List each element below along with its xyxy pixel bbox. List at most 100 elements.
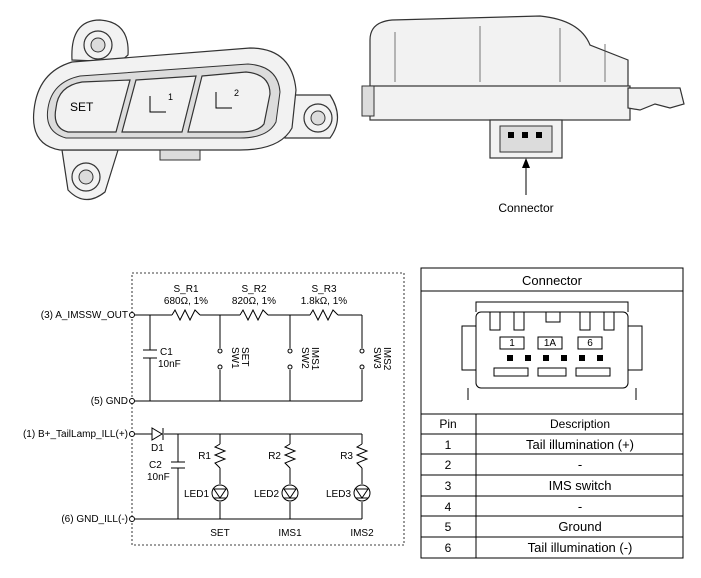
terminal-label-a-imssw-out: (3) A_IMSSW_OUT (41, 310, 128, 321)
connector-callout-label: Connector (498, 201, 553, 215)
ims1-button-label: 1 (168, 92, 173, 102)
terminal-node (129, 516, 135, 522)
circuit-schematic: (3) A_IMSSW_OUT (5) GND (1) B+_TailLamp_… (23, 272, 405, 546)
table-cell-pin: 2 (445, 458, 452, 472)
rear-rail (369, 85, 631, 121)
sw2-contact (287, 364, 293, 370)
s-r2-resistor (239, 308, 269, 322)
switch-connector-stub (159, 149, 201, 161)
connector-pin (507, 355, 513, 361)
connector-pin-table: Connector 1 1A 6 (420, 267, 684, 559)
table-cell-description: - (578, 457, 582, 472)
sw2-contact (287, 348, 293, 354)
connector-pin (525, 355, 531, 361)
r3-name: R3 (340, 451, 353, 462)
sw1-function: SET (239, 347, 250, 366)
connector-key-slots (489, 312, 615, 331)
connector-face-drawing: 1 1A 6 (461, 301, 643, 400)
rear-right-latch (627, 87, 685, 111)
r3-resistor (355, 443, 369, 469)
description-column-header: Description (550, 417, 610, 431)
seat-icon-1 (149, 96, 166, 113)
schematic-border (131, 272, 405, 546)
table-cell-description: Tail illumination (+) (526, 437, 634, 452)
rear-connector-pin (522, 132, 528, 138)
seat-icon-2 (215, 92, 232, 109)
terminal-node (129, 431, 135, 437)
rear-connector-face (499, 125, 553, 153)
switch-unit-illustration: SET 1 2 (32, 19, 339, 201)
led3-symbol (355, 488, 369, 499)
c1-name: C1 (160, 347, 173, 358)
r1-name: R1 (198, 451, 211, 462)
sw3-contact (359, 348, 365, 354)
connector-pin-label-1a: 1A (544, 338, 557, 349)
connector-bottom-slot (493, 367, 529, 377)
c2-capacitor (171, 461, 185, 469)
terminal-node (129, 398, 135, 404)
connector-top-rail (475, 301, 629, 312)
connector-pin-label-6: 6 (587, 338, 593, 349)
pin-label-box (537, 336, 563, 350)
ims2-button-shape (187, 71, 271, 133)
d1-diode (151, 427, 163, 441)
pin-label-box (577, 336, 603, 350)
c2-name: C2 (149, 460, 162, 471)
led-branch-3 (353, 434, 371, 519)
pin-label-box (499, 336, 525, 350)
sw1-contact (217, 364, 223, 370)
table-cell-description: Tail illumination (-) (528, 540, 633, 555)
sw3-name: SW3 (371, 347, 382, 369)
led2-name: LED2 (254, 489, 279, 500)
s-r2-name: S_R2 (241, 284, 266, 295)
connector-pin (543, 355, 549, 361)
led2-symbol (283, 488, 297, 499)
table-cell-pin: 5 (445, 520, 452, 534)
switch-rear-view: Connector (361, 15, 685, 215)
r2-resistor (283, 443, 297, 469)
terminal-label-gnd: (5) GND (91, 396, 128, 407)
led3-function: IMS2 (350, 528, 374, 539)
led2-function: IMS1 (278, 528, 302, 539)
led1-name: LED1 (184, 489, 209, 500)
d1-name: D1 (151, 443, 164, 454)
ims1-button-shape (121, 75, 197, 133)
sw3-contact (359, 364, 365, 370)
pin-column-header: Pin (439, 417, 456, 431)
table-cell-pin: 4 (445, 500, 452, 514)
connector-pin (597, 355, 603, 361)
s-r3-resistor (309, 308, 339, 322)
rear-connector-pin (536, 132, 542, 138)
s-r2-value: 820Ω, 1% (232, 296, 276, 307)
s-r3-value: 1.8kΩ, 1% (301, 296, 347, 307)
connector-left-ear (461, 325, 477, 371)
sw1-contact (217, 348, 223, 354)
c1-value: 10nF (158, 359, 181, 370)
connector-callout-arrowhead (522, 158, 530, 168)
top-mount-hole-inner (90, 37, 106, 53)
led3-name: LED3 (326, 489, 351, 500)
led-branch-1 (211, 434, 229, 519)
connector-right-ear (627, 325, 643, 371)
s-r1-resistor (171, 308, 201, 322)
sw2-name: SW2 (299, 347, 310, 369)
sw3-function: IMS2 (381, 347, 392, 371)
ims2-button-label: 2 (234, 88, 239, 98)
table-cell-pin: 3 (445, 479, 452, 493)
connector-pin (561, 355, 567, 361)
table-title: Connector (522, 273, 583, 288)
table-cell-description: Ground (558, 519, 601, 534)
terminal-node (129, 312, 135, 318)
table-cell-description: IMS switch (549, 478, 612, 493)
bottom-mount-hole-inner (78, 169, 94, 185)
r1-resistor (213, 443, 227, 469)
set-button-shape (54, 79, 131, 133)
connector-pin (579, 355, 585, 361)
connector-bottom-slot (575, 367, 611, 377)
led1-symbol (213, 488, 227, 499)
table-border (420, 267, 684, 559)
sw2-function: IMS1 (309, 347, 320, 371)
rear-connector-pin (508, 132, 514, 138)
terminal-label-gnd-ill: (6) GND_ILL(-) (61, 514, 128, 525)
sw1-name: SW1 (229, 347, 240, 369)
